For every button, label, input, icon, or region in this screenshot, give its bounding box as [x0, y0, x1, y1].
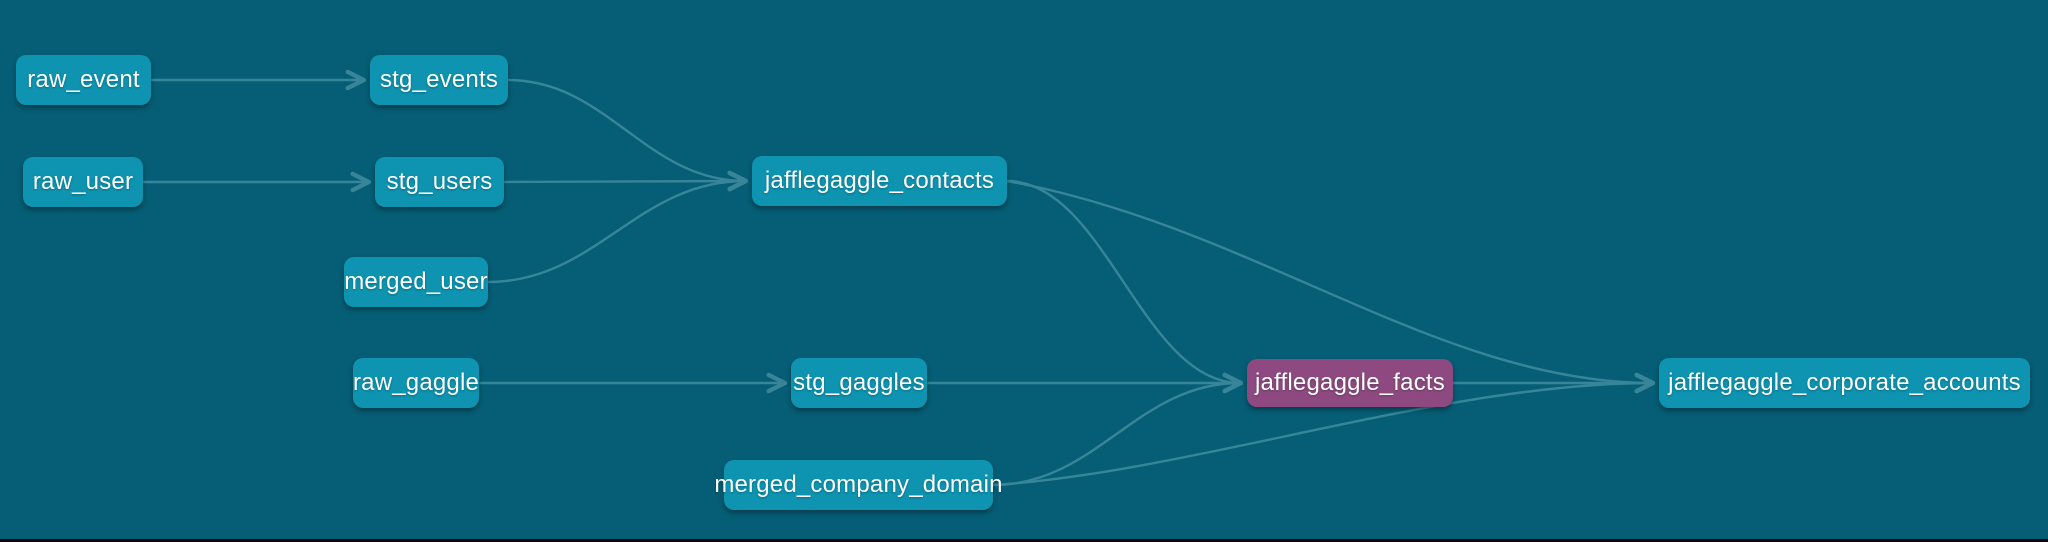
node-merged_user[interactable]: merged_user	[344, 257, 488, 307]
edge-merged_company_domain-to-jafflegaggle_corporate_accounts	[991, 372, 1656, 487]
node-jafflegaggle_contacts[interactable]: jafflegaggle_contacts	[752, 156, 1007, 206]
node-raw_gaggle[interactable]: raw_gaggle	[353, 358, 479, 408]
node-jafflegaggle_facts[interactable]: jafflegaggle_facts	[1247, 359, 1453, 407]
bottom-edge-bar	[0, 539, 2048, 542]
node-stg_users[interactable]: stg_users	[375, 157, 504, 207]
edge-merged_user-to-jafflegaggle_contacts	[486, 170, 749, 284]
edge-jafflegaggle_contacts-to-jafflegaggle_corporate_accounts	[1005, 179, 1656, 394]
edge-stg_events-to-jafflegaggle_contacts	[506, 78, 749, 192]
node-stg_events[interactable]: stg_events	[370, 55, 508, 105]
node-raw_user[interactable]: raw_user	[23, 157, 143, 207]
node-merged_company_domain[interactable]: merged_company_domain	[714, 460, 1002, 510]
node-jafflegaggle_corporate_accounts[interactable]: jafflegaggle_corporate_accounts	[1659, 358, 2030, 408]
node-stg_gaggles[interactable]: stg_gaggles	[791, 358, 927, 408]
edge-jafflegaggle_contacts-to-jafflegaggle_facts	[1005, 179, 1244, 394]
edge-merged_company_domain-to-jafflegaggle_facts	[991, 372, 1244, 487]
node-raw_event[interactable]: raw_event	[16, 55, 151, 105]
edge-stg_users-to-jafflegaggle_contacts	[502, 170, 749, 192]
